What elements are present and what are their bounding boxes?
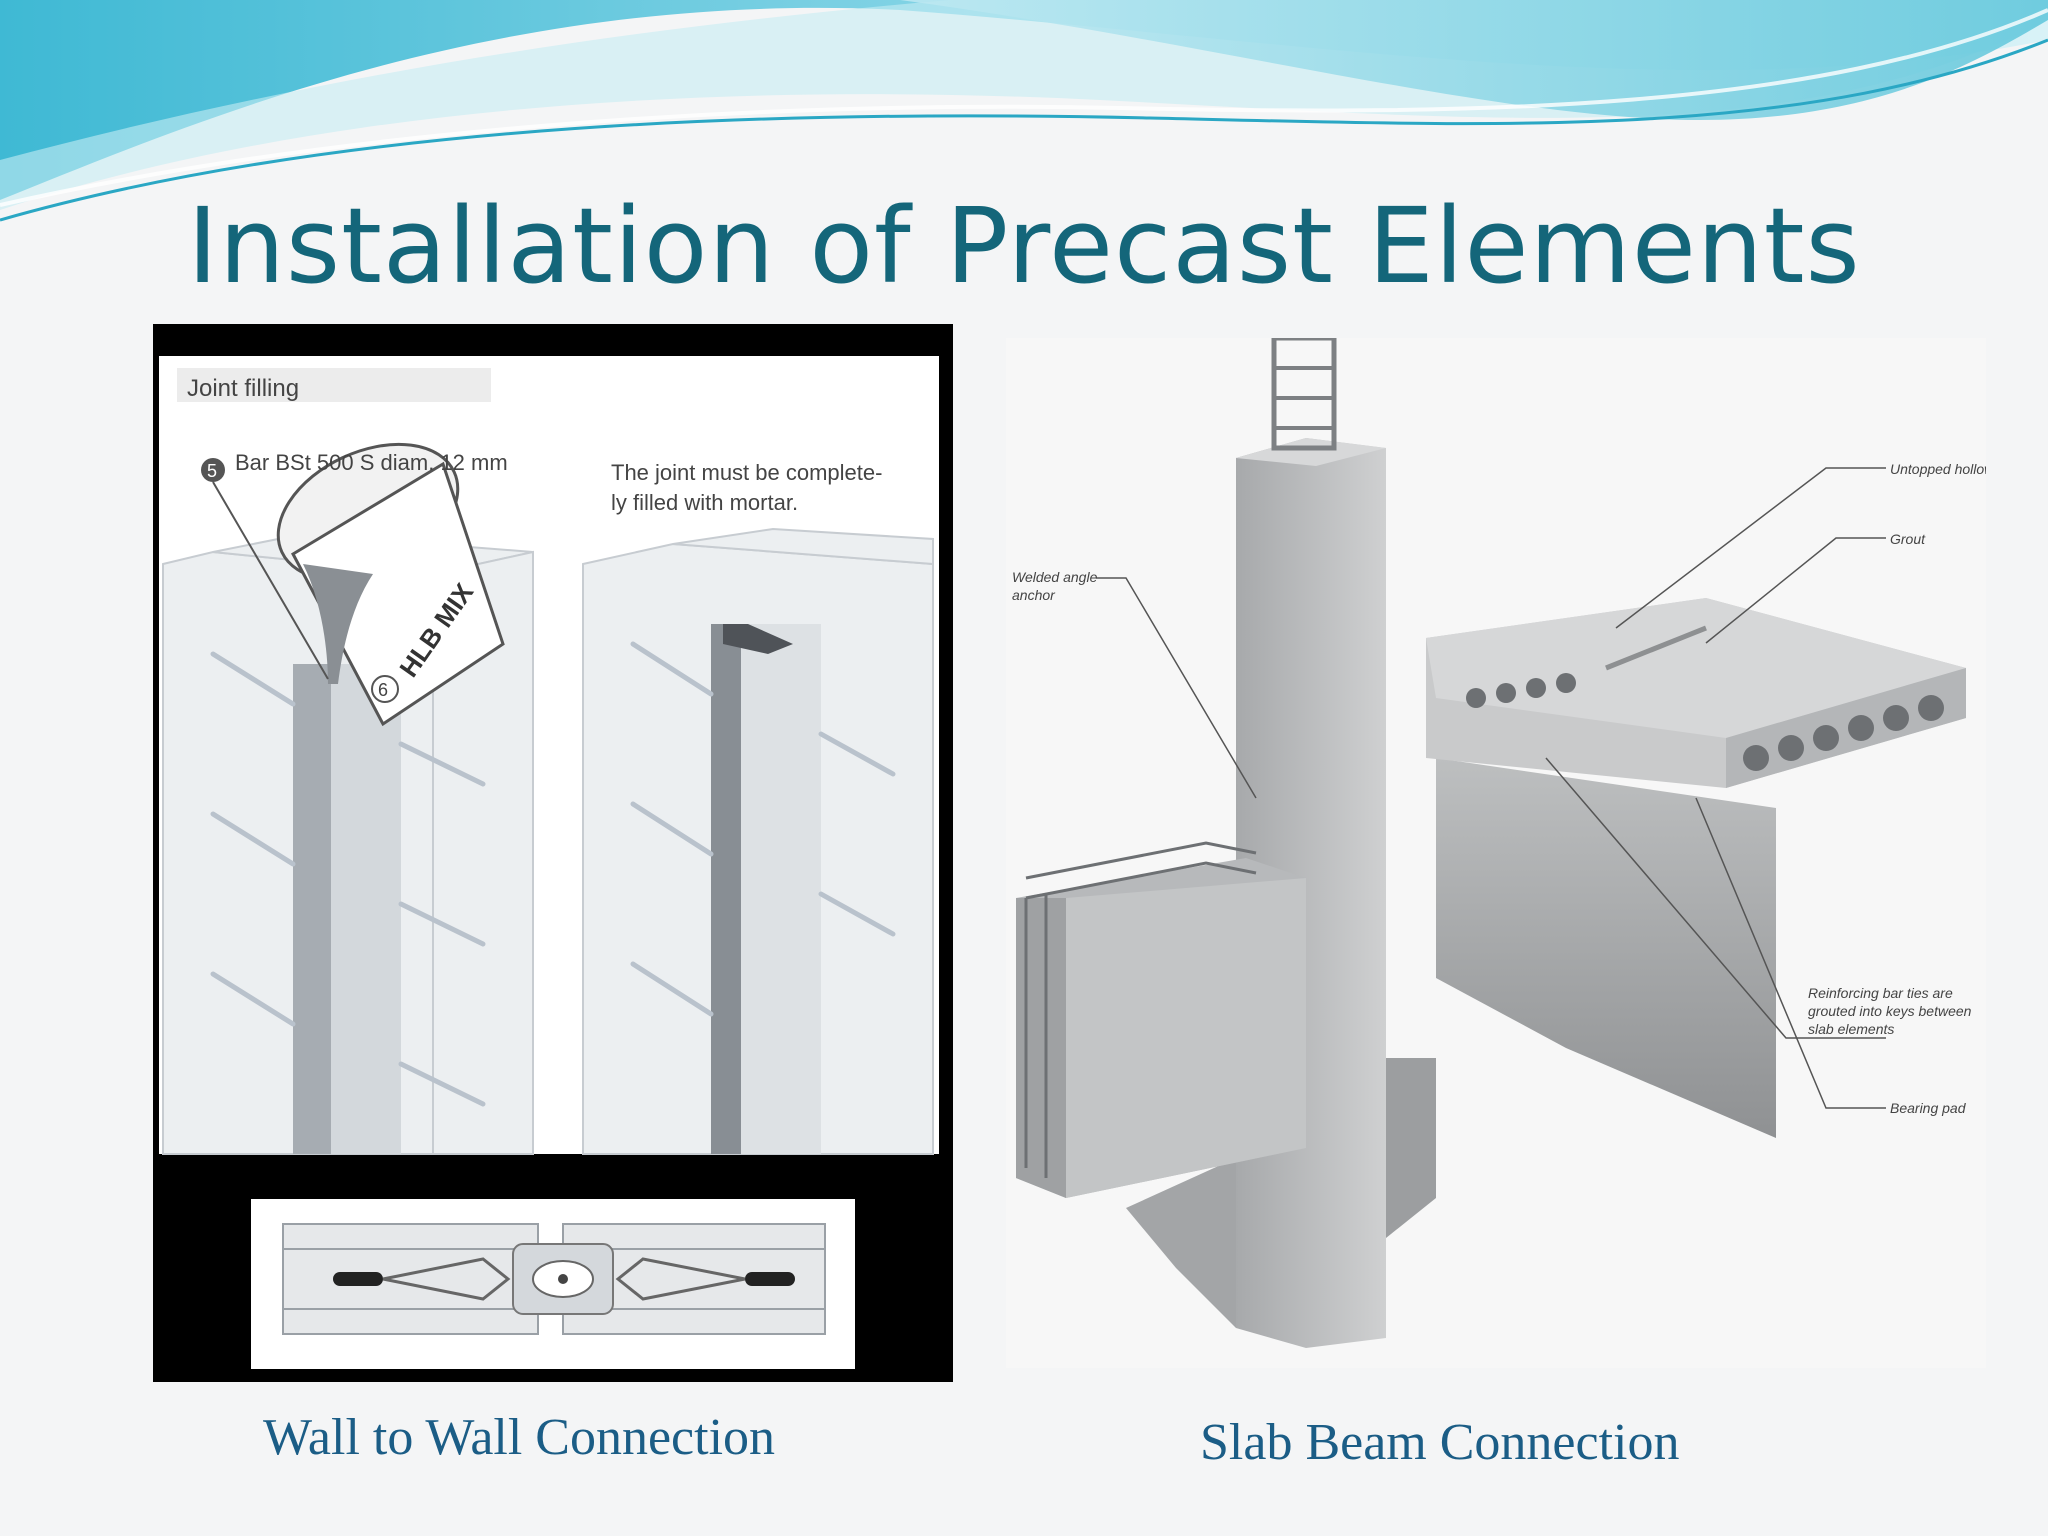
callout-6-number: 6 (378, 680, 388, 700)
caption-slab-beam: Slab Beam Connection (1200, 1414, 1680, 1471)
note-line-1: The joint must be complete- (611, 460, 882, 485)
leader-lines (1096, 467, 1886, 1109)
slide-title: Installation of Precast Elements (187, 185, 1861, 307)
mortar-bucket: HLB MIX (276, 442, 505, 727)
label-pad: Bearing pad (1890, 1100, 1967, 1116)
front-beam (1016, 841, 1306, 1198)
caption-wall-to-wall: Wall to Wall Connection (263, 1409, 776, 1466)
callout-5-label: Bar BSt 500 S diam. 12 mm (235, 450, 508, 475)
label-angle-2: anchor (1012, 587, 1056, 603)
callout-5-number: 5 (207, 461, 217, 481)
label-grout: Grout (1890, 531, 1926, 547)
hollow-core-slab (1426, 598, 1966, 788)
callout-6-marker (371, 675, 399, 703)
joint-plan-view (251, 1199, 855, 1369)
callout-5-marker (201, 458, 225, 482)
label-rebar-2: grouted into keys between (1808, 1003, 1972, 1019)
header-wave-decoration (0, 0, 2048, 222)
label-slab: Untopped hollow-core slab (1890, 461, 1986, 477)
anchor-rods (210, 641, 896, 1107)
label-rebar-1: Reinforcing bar ties are (1808, 985, 1953, 1001)
wall-connection-figure: Joint filling HLB MIX 5 Bar BSt 500 S di… (153, 324, 953, 1382)
figure-heading: Joint filling (187, 375, 299, 402)
slab-beam-figure: Untopped hollow-core slab Grout Welded a… (1006, 338, 1986, 1368)
label-angle-1: Welded angle (1012, 569, 1098, 585)
label-rebar-3: slab elements (1808, 1021, 1894, 1037)
note-line-2: ly filled with mortar. (611, 490, 798, 515)
